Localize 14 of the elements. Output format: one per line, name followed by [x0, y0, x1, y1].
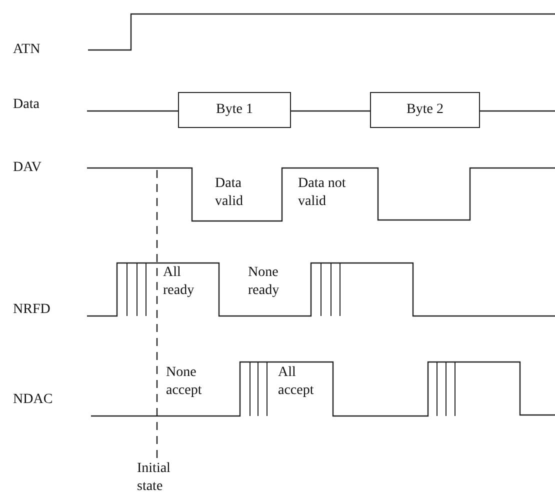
- state-note: All accept: [278, 364, 315, 400]
- signal-label: NRFD: [13, 301, 50, 319]
- signal-label: NDAC: [13, 391, 53, 409]
- state-note: None accept: [166, 364, 203, 400]
- annotation-text: Initial state: [137, 460, 172, 496]
- byte-box: Byte 1: [178, 92, 291, 128]
- state-note: None ready: [248, 264, 280, 300]
- state-note: Data valid: [215, 175, 244, 211]
- state-note: Data not valid: [298, 175, 347, 211]
- state-note: All ready: [163, 264, 196, 300]
- signal-label: DAV: [13, 159, 42, 177]
- byte-box: Byte 2: [370, 92, 480, 128]
- signal-label: Data: [13, 96, 40, 114]
- signal-label: ATN: [13, 41, 40, 59]
